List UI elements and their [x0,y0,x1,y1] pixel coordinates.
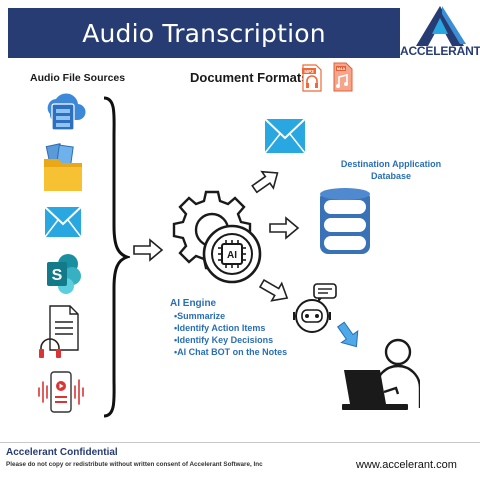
ai-engine-item-text: AI Chat BOT on the Notes [177,347,288,357]
footer-title: Accelerant Confidential [6,447,118,458]
footer-note: Please do not copy or redistribute witho… [6,461,263,468]
ai-engine-item-text: Summarize [177,311,226,321]
ai-engine-item: •Identify Key Decisions [174,335,274,345]
m4a-file-icon: M4A [333,62,353,92]
footer-url[interactable]: www.accelerant.com [356,459,457,471]
mp3-badge-text: MP3 [304,69,314,74]
arrow-icon [251,170,279,194]
database-icon [320,188,370,254]
footer-divider [0,442,480,443]
m4a-badge-text: M4A [337,66,346,71]
logo-wordmark: ACCELERANT [400,44,480,58]
brace-icon [103,96,130,418]
sharepoint-letter: S [52,267,63,284]
audio-document-icon [39,305,79,358]
formats-label: Document Formats: [190,70,313,85]
mobile-recording-icon [38,371,84,413]
ai-engine-title: AI Engine [170,298,217,309]
ai-engine-item: •Identify Action Items [174,323,266,333]
user-laptop-icon [342,338,420,410]
title-bar: Audio Transcription [8,8,400,58]
arrow-icon [258,278,289,302]
accelerant-logo-icon [416,6,466,46]
destination-line1: Destination Application [340,159,442,169]
email-icon [264,118,306,154]
arrow-icon [133,238,164,262]
page-title: Audio Transcription [82,18,326,48]
ai-engine-item: •AI Chat BOT on the Notes [174,347,288,357]
ai-chip-label: AI [227,250,237,261]
ai-engine-item: •Summarize [174,311,226,321]
email-icon [44,206,82,238]
arrow-icon [269,216,300,240]
arrow-icon [336,321,359,348]
mp3-file-icon: MP3 [302,64,322,92]
cloud-storage-icon [47,93,86,131]
sources-label: Audio File Sources [30,72,126,84]
folder-icon [44,143,82,191]
ai-engine-item-text: Identify Key Decisions [177,335,274,345]
ai-gear-icon: AI [172,190,262,284]
ai-engine-item-text: Identify Action Items [177,323,266,333]
chatbot-icon [293,283,337,333]
destination-label: Destination Application Database [330,158,452,182]
destination-line2: Database [370,171,412,181]
sharepoint-icon: S [47,254,81,294]
